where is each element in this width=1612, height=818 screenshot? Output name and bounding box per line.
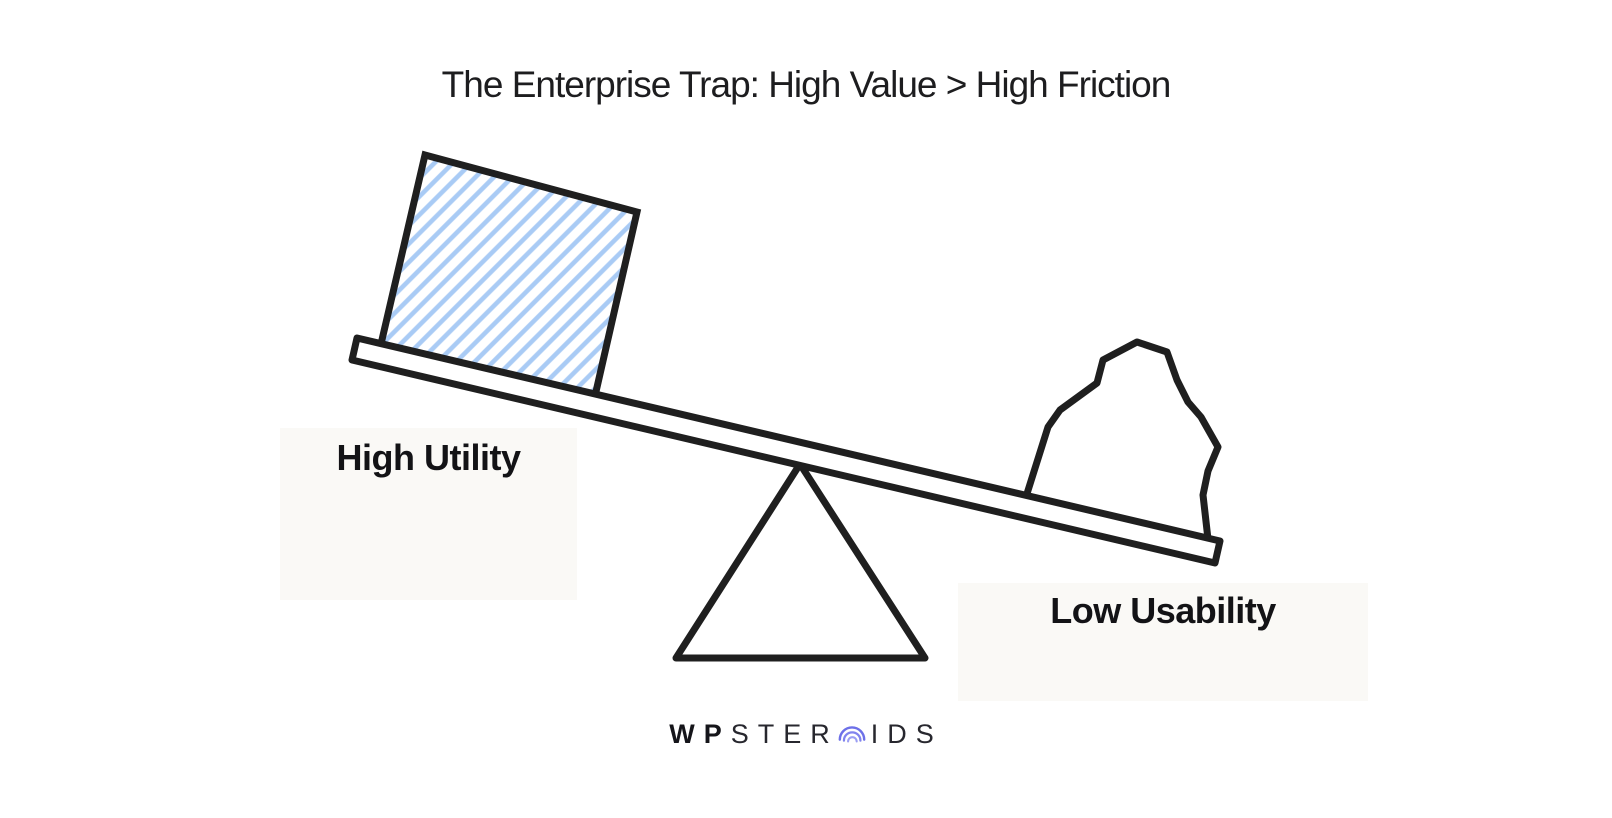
rock-icon [1021, 338, 1222, 552]
hatched-square-block-icon [376, 150, 642, 401]
high-utility-label-box: High Utility [280, 428, 577, 600]
logo-ster-text: STER [730, 719, 839, 749]
logo-ids-text: IDS [870, 719, 943, 749]
concentric-arcs-icon [837, 719, 867, 754]
page-title: The Enterprise Trap: High Value > High F… [441, 64, 1172, 105]
high-utility-label: High Utility [336, 437, 521, 478]
low-usability-label-box: Low Usability [958, 583, 1368, 701]
fulcrum-triangle-icon [672, 460, 929, 662]
logo-wp-text: WP [669, 719, 731, 749]
low-usability-label: Low Usability [1050, 590, 1276, 631]
